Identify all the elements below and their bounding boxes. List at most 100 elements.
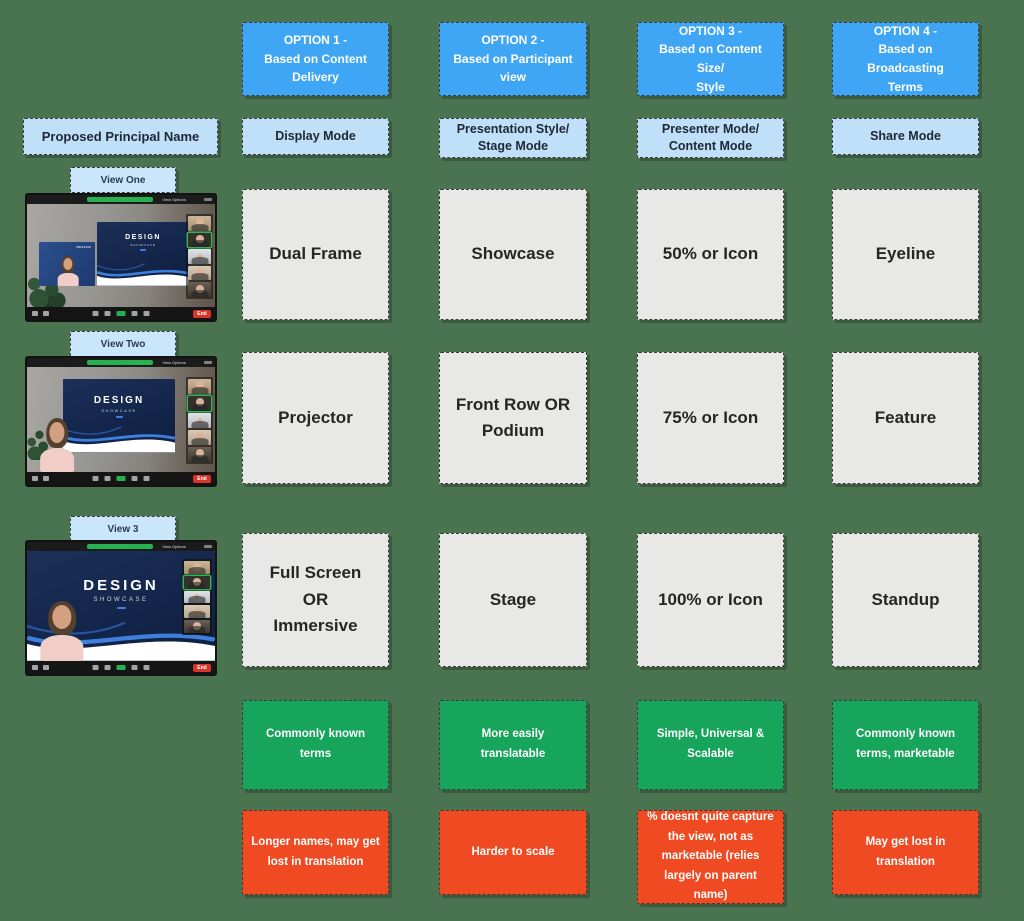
meeting-canvas: DESIGN DESIGN SHOWCASE (27, 204, 215, 307)
share-screen-icon[interactable] (116, 311, 126, 316)
name-cell-100-or-icon: 100% or Icon (637, 533, 784, 667)
con-box-option-1: Longer names, may get lost in translatio… (242, 810, 389, 895)
option-4-header: OPTION 4 - Based on Broadcasting Terms (832, 22, 979, 96)
reactions-icon[interactable] (143, 476, 150, 481)
participant-video-thumb (184, 620, 210, 633)
participant-video-thumb (188, 413, 211, 428)
name-cell-text: Eyeline (875, 244, 936, 264)
mic-icon[interactable] (32, 311, 38, 316)
con-text: Longer names, may get lost in translatio… (251, 835, 380, 868)
toolbar-left-group (32, 665, 49, 670)
principal-name-text: Proposed Principal Name (41, 129, 200, 144)
name-cell-projector: Projector (242, 352, 389, 484)
subheader-text: Display Mode (275, 128, 356, 143)
meeting-canvas: DESIGN SHOWCASE (27, 551, 215, 661)
participants-icon[interactable] (92, 476, 99, 481)
record-icon[interactable] (131, 476, 138, 481)
camera-icon[interactable] (43, 665, 49, 670)
window-controls-icon (204, 545, 212, 548)
con-text: Harder to scale (471, 845, 555, 858)
end-call-button[interactable]: End (193, 663, 211, 672)
view-label-text: View 3 (107, 523, 139, 535)
pro-text: Commonly known terms (265, 728, 366, 760)
meeting-toolbar: End (27, 472, 215, 485)
chat-icon[interactable] (104, 476, 111, 481)
chat-icon[interactable] (104, 311, 111, 316)
option-3-header: OPTION 3 - Based on Content Size/ Style (637, 22, 784, 96)
pro-box-option-2: More easily translatable (439, 700, 587, 790)
con-text: May get lost in translation (865, 835, 946, 868)
person-torso (40, 634, 84, 661)
participants-icon[interactable] (92, 311, 99, 316)
end-call-button[interactable]: End (193, 474, 211, 483)
participant-video-thumb (188, 447, 211, 462)
option-3-header-text: OPTION 3 - Based on Content Size/ Style (659, 23, 762, 94)
name-cell-text: Standup (871, 589, 940, 609)
mic-icon[interactable] (32, 665, 38, 670)
name-cell-50-or-icon: 50% or Icon (637, 189, 784, 320)
chat-icon[interactable] (104, 665, 111, 670)
pro-text: Commonly known terms, marketable (855, 728, 956, 760)
slide-subtitle: SHOWCASE (130, 243, 156, 247)
participant-video-thumb (188, 379, 211, 394)
meeting-toolbar: End (27, 661, 215, 674)
name-cell-text: Dual Frame (269, 244, 362, 264)
option-2-header-text: OPTION 2 - Based on Participant view (453, 33, 573, 85)
reactions-icon[interactable] (143, 311, 150, 316)
con-box-option-3: % doesnt quite capture the view, not as … (637, 810, 784, 904)
name-cell-text: Front Row OR Podium (455, 394, 571, 440)
slide-accent-dash (140, 249, 146, 251)
principal-name-label: Proposed Principal Name (23, 118, 218, 155)
view-one-label: View One (70, 167, 176, 193)
toolbar-center-group (92, 476, 150, 481)
name-cell-full-screen-or-immersive: Full Screen OR Immersive (242, 533, 389, 667)
view-options-label: View Options (162, 360, 186, 365)
person-head (63, 258, 73, 271)
presenter-person (39, 601, 85, 661)
name-cell-text: 100% or Icon (658, 589, 763, 609)
presenter-person (57, 256, 79, 286)
name-cell-dual-frame: Dual Frame (242, 189, 389, 320)
share-screen-icon[interactable] (116, 476, 126, 481)
toolbar-left-group (32, 476, 49, 481)
view-two-label: View Two (70, 331, 176, 357)
slide-title: DESIGN (83, 577, 159, 594)
person-head (52, 605, 72, 630)
subheader-display-mode: Display Mode (242, 118, 389, 155)
subheader-text: Share Mode (870, 128, 941, 143)
record-icon[interactable] (131, 665, 138, 670)
name-cell-text: Projector (278, 407, 353, 427)
subheader-presentation-style: Presentation Style/ Stage Mode (439, 118, 587, 158)
view-options-label: View Options (162, 544, 186, 549)
participant-video-thumb (184, 575, 210, 589)
window-controls-icon (204, 361, 212, 364)
camera-icon[interactable] (43, 476, 49, 481)
slide-title: DESIGN (125, 234, 161, 241)
slide-accent-dash (116, 607, 126, 609)
slide-swoosh-graphic (97, 263, 189, 286)
record-icon[interactable] (131, 311, 138, 316)
pro-text: Simple, Universal & Scalable (656, 728, 765, 760)
subheader-text: Presenter Mode/ Content Mode (661, 121, 760, 154)
name-cell-75-or-icon: 75% or Icon (637, 352, 784, 484)
pro-box-option-3: Simple, Universal & Scalable (637, 700, 784, 790)
reactions-icon[interactable] (143, 665, 150, 670)
camera-icon[interactable] (43, 311, 49, 316)
zoom-screenshot-view-two: View Options DESIGN SHOWCASE (25, 356, 217, 487)
meeting-top-bar: View Options (27, 195, 215, 204)
meeting-canvas: DESIGN SHOWCASE (27, 367, 215, 472)
mic-icon[interactable] (32, 476, 38, 481)
mini-slide-title: DESIGN (76, 245, 91, 249)
name-cell-text: Stage (489, 589, 537, 609)
name-cell-text: Showcase (471, 244, 555, 264)
con-box-option-2: Harder to scale (439, 810, 587, 895)
view-three-label: View 3 (70, 516, 176, 542)
end-call-button[interactable]: End (193, 309, 211, 318)
share-screen-icon[interactable] (116, 665, 126, 670)
participants-icon[interactable] (92, 665, 99, 670)
name-cell-text: Feature (874, 407, 937, 427)
zoom-screenshot-view-three: View Options DESIGN SHOWCASE End (25, 540, 217, 676)
meeting-toolbar: End (27, 307, 215, 320)
name-cell-stage: Stage (439, 533, 587, 667)
participant-video-thumb (188, 216, 211, 231)
